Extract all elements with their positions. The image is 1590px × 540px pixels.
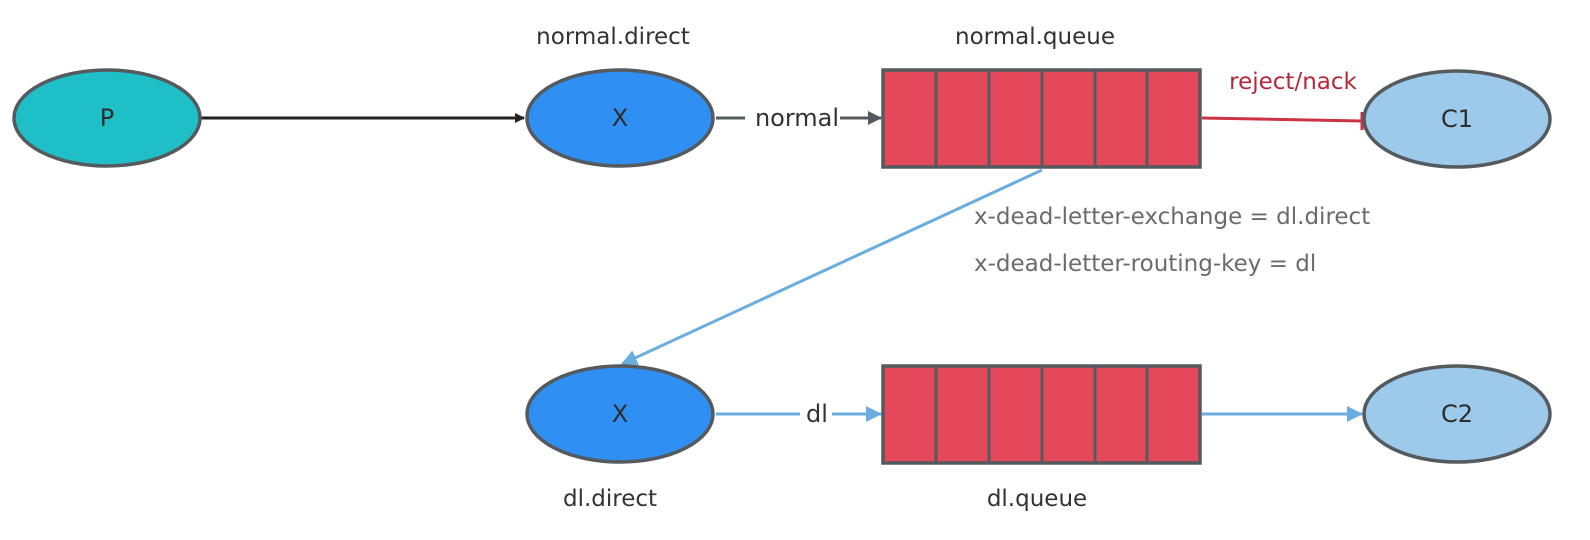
- normal-routing-key-label: normal: [755, 104, 839, 132]
- dl-routing-key-label: dl: [806, 400, 828, 428]
- dead-letter-exchange-node: X: [525, 364, 715, 464]
- consumer-c2-ellipse: [1362, 364, 1552, 464]
- normal-queue: [881, 68, 1202, 169]
- dead-letter-queue-caption: dl.queue: [987, 486, 1087, 512]
- dead-letter-exchange-ellipse: [525, 364, 715, 464]
- dead-letter-exchange-label: X: [612, 400, 628, 428]
- dead-letter-route-arrow: [621, 168, 1043, 366]
- reject-nack-line: [1201, 116, 1363, 123]
- dead-letter-queue: [881, 364, 1202, 465]
- consumer-c1-label: C1: [1441, 105, 1473, 133]
- producer-ellipse: [12, 68, 202, 168]
- reject-nack-label: reject/nack: [1229, 69, 1357, 95]
- dead-letter-exchange-caption: dl.direct: [563, 486, 657, 512]
- dead-letter-routing-key-arg: x-dead-letter-routing-key = dl: [974, 251, 1316, 277]
- normal-exchange-node: X: [525, 68, 715, 168]
- dead-letter-exchange-arg: x-dead-letter-exchange = dl.direct: [974, 204, 1370, 230]
- normal-queue-caption: normal.queue: [955, 24, 1115, 50]
- consumer-c2-label: C2: [1441, 400, 1473, 428]
- normal-exchange-ellipse: [525, 68, 715, 168]
- normal-exchange-caption: normal.direct: [536, 24, 690, 50]
- normal-exchange-label: X: [612, 104, 628, 132]
- consumer-c1-ellipse: [1362, 69, 1552, 169]
- producer-node: P: [12, 68, 202, 168]
- consumer-c2-node: C2: [1362, 364, 1552, 464]
- consumer-c1-node: C1: [1362, 69, 1552, 169]
- producer-label: P: [100, 104, 114, 132]
